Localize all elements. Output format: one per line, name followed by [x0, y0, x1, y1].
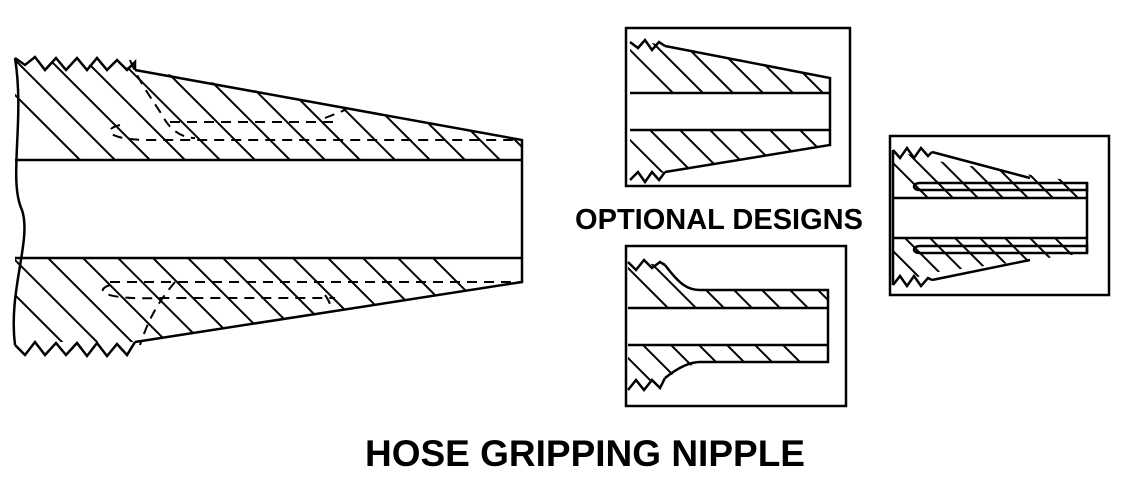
main-hidden-lines — [101, 59, 522, 346]
main-lower-wall-hatching — [15, 258, 522, 342]
optional-designs-label: OPTIONAL DESIGNS — [575, 204, 863, 236]
diagram-title: HOSE GRIPPING NIPPLE — [365, 433, 805, 474]
option-1-frame — [624, 26, 852, 188]
optional-design-2 — [624, 244, 848, 408]
option-2-frame — [624, 244, 848, 408]
optional-design-1 — [624, 26, 852, 188]
main-thread-top — [14, 55, 137, 72]
main-nipple-view — [12, 55, 524, 359]
option-3-frame — [888, 134, 1111, 297]
main-thread-bottom — [14, 339, 137, 359]
main-break-line-left — [12, 57, 26, 346]
optional-design-3 — [888, 134, 1111, 297]
